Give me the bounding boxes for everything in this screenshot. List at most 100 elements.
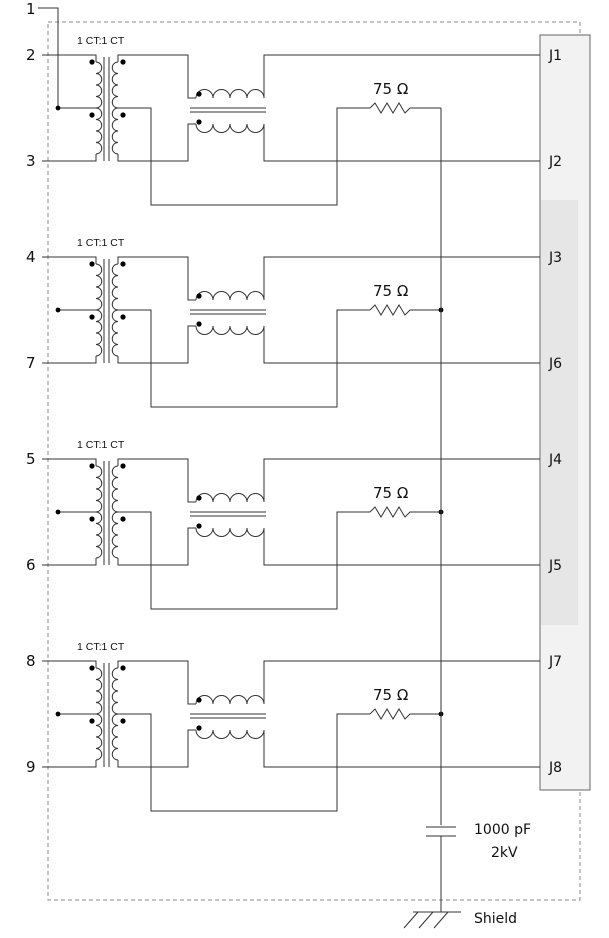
termination-resistor: [369, 304, 441, 316]
connector-shade-band: [541, 200, 578, 625]
pin-label: 9: [26, 758, 36, 776]
termination-resistor: [369, 506, 441, 518]
transformer-ratio-label: 1 CT:1 CT: [77, 641, 125, 653]
polarity-dot: [196, 495, 202, 501]
primary-coil: [95, 667, 103, 715]
secondary-center-tap-wire: [118, 713, 370, 812]
polarity-dot: [89, 463, 95, 469]
choke-coil-bottom: [195, 325, 265, 335]
ground-hatch-1: [403, 911, 419, 929]
center-tap-junction: [55, 105, 61, 111]
secondary-center-tap-wire: [118, 511, 370, 610]
polarity-dot: [89, 314, 95, 320]
pin-label: 6: [26, 556, 36, 574]
jack-label: J6: [548, 356, 562, 372]
primary-bottom-wire: [42, 760, 97, 768]
choke-coil-bottom: [195, 729, 265, 739]
choke-coil-top: [195, 89, 265, 99]
secondary-center-tap-wire: [118, 107, 370, 206]
center-tap-junction: [55, 509, 61, 515]
primary-bottom-wire: [42, 154, 97, 162]
jack-label: J1: [548, 48, 562, 64]
jack-label: J3: [548, 250, 562, 266]
polarity-dot: [196, 725, 202, 731]
choke-lead: [187, 325, 196, 328]
pin-1-label: 1: [26, 0, 36, 18]
jack-top-wire: [263, 458, 540, 502]
pin-label: 3: [26, 152, 36, 170]
secondary-bottom-wire: [117, 732, 189, 768]
polarity-dot: [120, 112, 126, 118]
polarity-dot: [120, 516, 126, 522]
primary-coil: [95, 713, 103, 761]
resistor-value-label: 75 Ω: [373, 80, 408, 98]
primary-top-wire: [42, 458, 97, 466]
choke-coil-top: [195, 291, 265, 301]
polarity-dot: [120, 261, 126, 267]
primary-coil: [95, 107, 103, 155]
choke-coil-bottom: [195, 123, 265, 133]
jack-label: J5: [548, 558, 562, 574]
secondary-coil: [111, 465, 119, 513]
primary-bottom-wire: [42, 558, 97, 566]
ground-hatch-3: [433, 911, 449, 929]
capacitor-voltage-label: 2kV: [491, 845, 518, 861]
choke-coil-top: [195, 695, 265, 705]
secondary-coil: [111, 511, 119, 559]
jack-bottom-wire: [263, 326, 540, 364]
choke-coil-bottom: [195, 527, 265, 537]
pin-label: 8: [26, 652, 36, 670]
polarity-dot: [196, 697, 202, 703]
polarity-dot: [120, 718, 126, 724]
jack-top-wire: [263, 54, 540, 98]
polarity-dot: [196, 523, 202, 529]
polarity-dot: [89, 59, 95, 65]
polarity-dot: [196, 119, 202, 125]
shield-label: Shield: [474, 911, 517, 927]
jack-label: J8: [548, 760, 562, 776]
secondary-coil: [111, 309, 119, 357]
choke-lead: [187, 90, 196, 99]
secondary-top-wire: [117, 256, 189, 292]
secondary-coil: [111, 263, 119, 311]
ground-hatch-2: [418, 911, 434, 929]
pin-label: 4: [26, 248, 36, 266]
resistor-value-label: 75 Ω: [373, 686, 408, 704]
polarity-dot: [120, 665, 126, 671]
choke-lead: [187, 494, 196, 503]
primary-coil: [95, 465, 103, 513]
choke-lead: [187, 527, 196, 530]
polarity-dot: [196, 321, 202, 327]
pin-label: 5: [26, 450, 36, 468]
choke-lead: [187, 292, 196, 301]
choke-coil-top: [195, 493, 265, 503]
polarity-dot: [120, 59, 126, 65]
transformer-ratio-label: 1 CT:1 CT: [77, 35, 125, 47]
polarity-dot: [89, 718, 95, 724]
secondary-top-wire: [117, 54, 189, 90]
jack-top-wire: [263, 256, 540, 300]
secondary-coil: [111, 713, 119, 761]
module-boundary: [47, 21, 581, 901]
polarity-dot: [89, 261, 95, 267]
pin-label: 2: [26, 46, 36, 64]
jack-bottom-wire: [263, 730, 540, 768]
secondary-coil: [111, 667, 119, 715]
center-tap-junction: [55, 711, 61, 717]
polarity-dot: [120, 314, 126, 320]
polarity-dot: [89, 516, 95, 522]
primary-bottom-wire: [42, 356, 97, 364]
jack-top-wire: [263, 660, 540, 704]
jack-label: J4: [548, 452, 562, 468]
polarity-dot: [196, 91, 202, 97]
capacitor-value-label: 1000 pF: [474, 822, 531, 838]
jack-bottom-wire: [263, 528, 540, 566]
resistor-value-label: 75 Ω: [373, 282, 408, 300]
secondary-coil: [111, 61, 119, 109]
resistor-value-label: 75 Ω: [373, 484, 408, 502]
transformer-ratio-label: 1 CT:1 CT: [77, 237, 125, 249]
termination-resistor: [369, 102, 441, 114]
